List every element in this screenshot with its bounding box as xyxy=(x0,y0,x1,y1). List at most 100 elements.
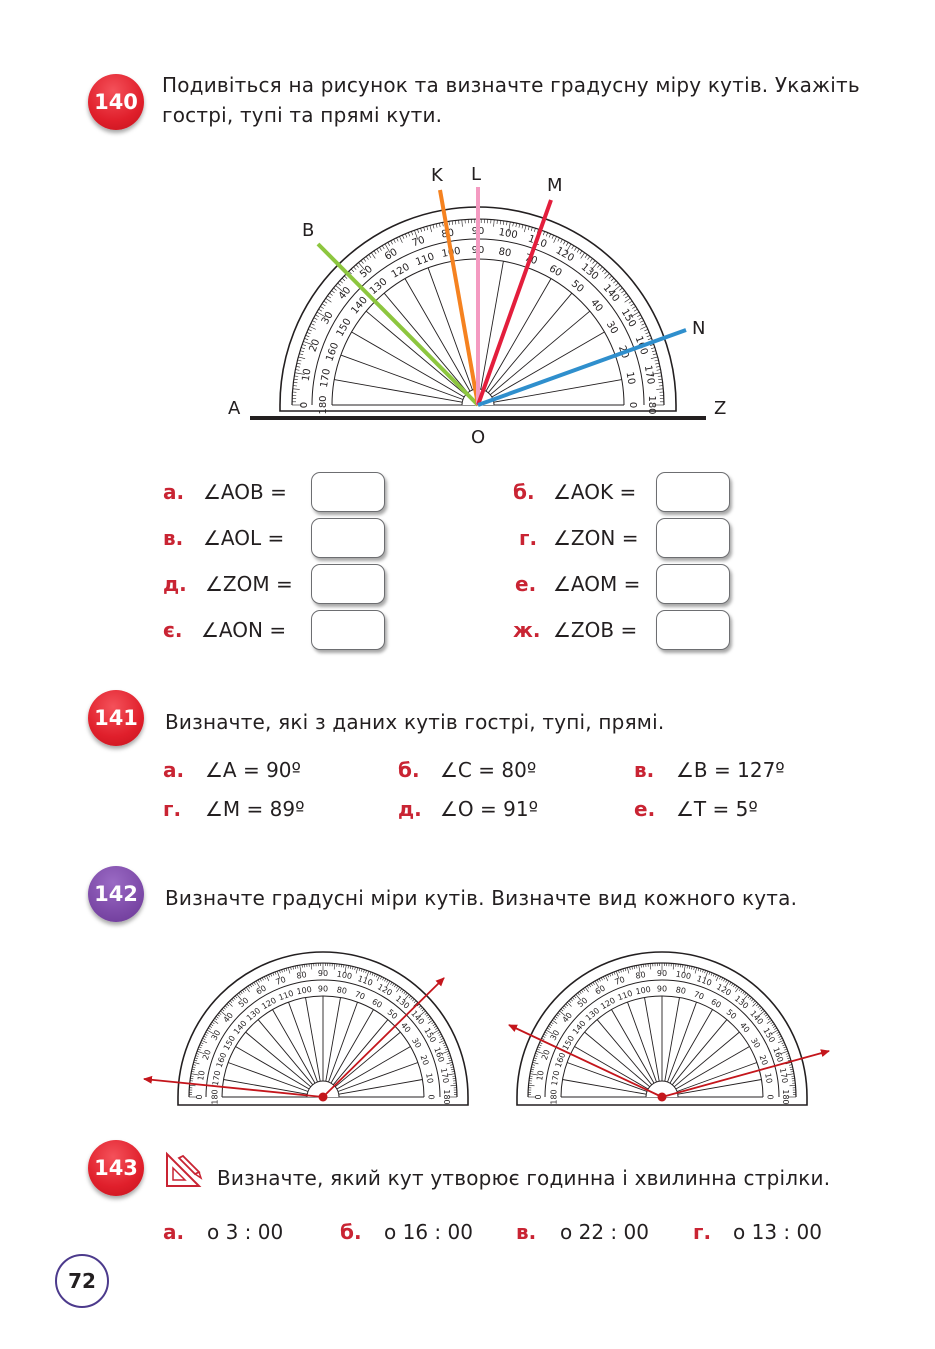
item-expression: ∠AON = xyxy=(201,618,287,642)
item-141-v: в. ∠B = 127º xyxy=(634,750,785,790)
svg-text:100: 100 xyxy=(336,970,353,982)
item-143-a: а. о 3 : 00 xyxy=(163,1212,283,1252)
answer-box-zon[interactable] xyxy=(656,518,730,558)
svg-text:170: 170 xyxy=(211,1070,223,1087)
item-letter: в. xyxy=(516,1220,537,1244)
answer-box-zom[interactable] xyxy=(311,564,385,604)
item-expression: ∠AOB = xyxy=(203,480,287,504)
svg-text:0: 0 xyxy=(627,402,638,408)
item-141-a: а. ∠A = 90º xyxy=(163,750,301,790)
svg-text:90: 90 xyxy=(657,985,667,994)
svg-text:170: 170 xyxy=(319,368,333,389)
svg-text:80: 80 xyxy=(635,970,647,981)
svg-text:180: 180 xyxy=(318,395,329,414)
item-expression: о 3 : 00 xyxy=(207,1220,284,1244)
svg-text:20: 20 xyxy=(540,1048,552,1061)
svg-text:60: 60 xyxy=(709,997,722,1010)
svg-text:60: 60 xyxy=(370,997,383,1010)
svg-text:170: 170 xyxy=(778,1067,790,1084)
item-expression: о 13 : 00 xyxy=(733,1220,822,1244)
svg-text:60: 60 xyxy=(594,984,607,997)
ray-on xyxy=(477,328,687,407)
item-140-e: е. ∠AOM = xyxy=(515,564,640,604)
item-141-e: е. ∠T = 5º xyxy=(634,789,758,829)
answer-box-aol[interactable] xyxy=(311,518,385,558)
item-letter: а. xyxy=(163,758,185,782)
answer-box-aon[interactable] xyxy=(311,610,385,650)
label-a: A xyxy=(228,398,241,419)
svg-text:170: 170 xyxy=(439,1067,451,1084)
item-letter: ж. xyxy=(513,618,541,642)
item-letter: г. xyxy=(519,526,538,550)
task-140-badge: 140 xyxy=(88,74,144,130)
item-141-h: г. ∠M = 89º xyxy=(163,789,305,829)
ray-right-2 xyxy=(661,1049,830,1098)
svg-text:30: 30 xyxy=(210,1029,223,1042)
ray-ob xyxy=(316,242,480,407)
item-143-b: б. о 16 : 00 xyxy=(340,1212,473,1252)
svg-text:90: 90 xyxy=(318,969,328,978)
task-142-badge: 142 xyxy=(88,866,144,922)
svg-text:20: 20 xyxy=(308,338,323,354)
svg-text:180: 180 xyxy=(646,395,657,414)
svg-text:30: 30 xyxy=(749,1036,762,1049)
vertex-right xyxy=(657,1092,667,1102)
svg-text:70: 70 xyxy=(274,975,287,987)
svg-text:10: 10 xyxy=(196,1070,207,1082)
svg-text:0: 0 xyxy=(195,1094,204,1099)
svg-text:10: 10 xyxy=(624,371,637,385)
item-140-h: г. ∠ZON = xyxy=(519,518,638,558)
item-143-h: г. о 13 : 00 xyxy=(693,1212,822,1252)
item-expression: ∠M = 89º xyxy=(205,797,305,821)
item-141-b: б. ∠C = 80º xyxy=(398,750,536,790)
item-expression: ∠AOM = xyxy=(553,572,641,596)
svg-text:30: 30 xyxy=(410,1036,423,1049)
svg-text:100: 100 xyxy=(296,985,313,997)
svg-text:60: 60 xyxy=(547,263,564,279)
svg-text:100: 100 xyxy=(675,970,692,982)
item-letter: а. xyxy=(163,1220,185,1244)
item-letter: г. xyxy=(693,1220,712,1244)
answer-box-aob[interactable] xyxy=(311,472,385,512)
item-143-v: в. о 22 : 00 xyxy=(516,1212,649,1252)
item-letter: в. xyxy=(163,526,184,550)
answer-box-aom[interactable] xyxy=(656,564,730,604)
label-o: O xyxy=(471,427,485,448)
ray-left-2 xyxy=(322,977,445,1098)
item-expression: ∠A = 90º xyxy=(205,758,301,782)
rays-140 xyxy=(316,187,687,407)
svg-text:100: 100 xyxy=(635,985,652,997)
svg-text:170: 170 xyxy=(550,1070,562,1087)
svg-text:170: 170 xyxy=(642,365,656,386)
task-141-text: Визначте, які з даних кутів гострі, тупі… xyxy=(165,710,665,734)
svg-text:70: 70 xyxy=(411,235,427,250)
item-letter: б. xyxy=(340,1220,362,1244)
task-140-text-line1: Подивіться на рисунок та визначте градус… xyxy=(162,73,860,97)
svg-text:10: 10 xyxy=(535,1070,546,1082)
svg-text:10: 10 xyxy=(763,1072,774,1084)
svg-text:10: 10 xyxy=(424,1072,435,1084)
svg-text:180: 180 xyxy=(211,1089,220,1104)
item-letter: б. xyxy=(513,480,535,504)
item-140-v: в. ∠AOL = xyxy=(163,518,284,558)
item-letter: д. xyxy=(398,797,422,821)
svg-text:60: 60 xyxy=(383,247,400,263)
item-140-ye: є. ∠AON = xyxy=(163,610,286,650)
svg-text:30: 30 xyxy=(549,1029,562,1042)
item-expression: ∠ZOB = xyxy=(553,618,638,642)
svg-text:10: 10 xyxy=(301,368,314,382)
ray-right-1 xyxy=(508,1024,663,1098)
item-letter: а. xyxy=(163,480,185,504)
answer-box-zob[interactable] xyxy=(656,610,730,650)
answer-box-aok[interactable] xyxy=(656,472,730,512)
ruler-pencil-icon xyxy=(166,1151,203,1187)
protractor-figure-140: 0180101702016030150401405013060120701108… xyxy=(228,164,726,448)
task-140-text-line2: гострі, тупі та прямі кути. xyxy=(162,103,443,127)
item-letter: д. xyxy=(163,572,187,596)
svg-text:0: 0 xyxy=(299,402,310,408)
label-k: K xyxy=(431,165,444,186)
item-expression: ∠T = 5º xyxy=(676,797,758,821)
item-expression: ∠B = 127º xyxy=(676,758,785,782)
item-letter: є. xyxy=(163,618,183,642)
